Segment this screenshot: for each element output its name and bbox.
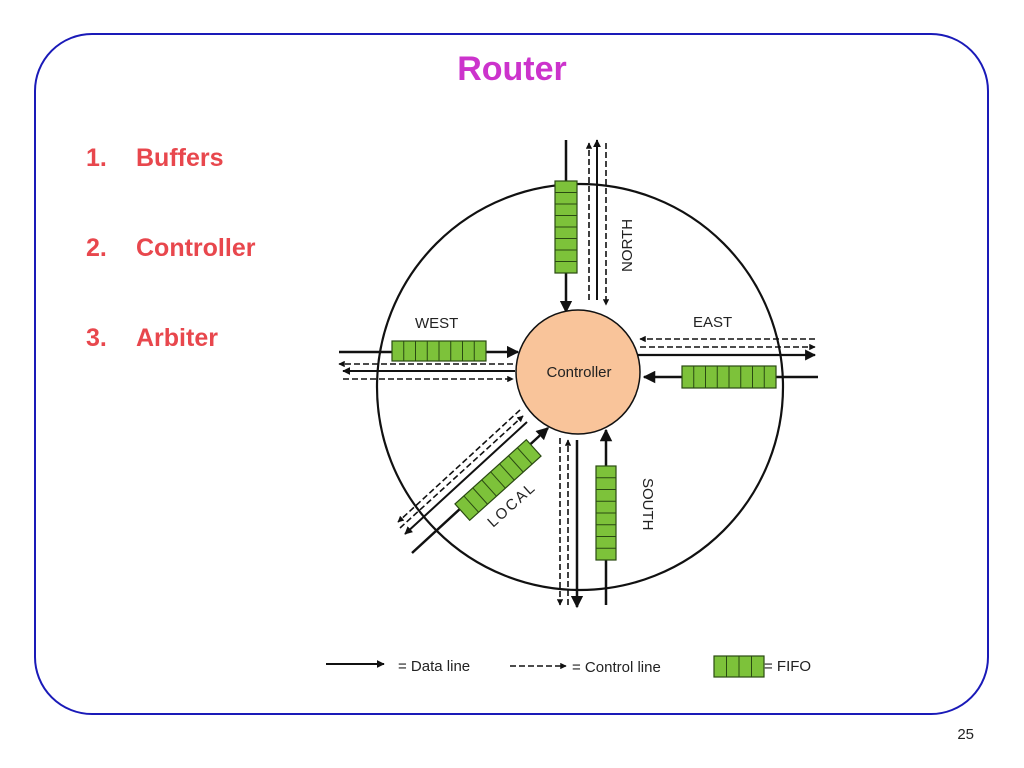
list-item: 2. Controller <box>86 234 255 324</box>
list-item-number: 2. <box>86 234 107 262</box>
fifo-slot-divider <box>490 471 506 489</box>
east-label: EAST <box>693 314 732 331</box>
page-number: 25 <box>957 726 974 743</box>
component-list: 1. Buffers 2. Controller 3. Arbiter <box>86 144 255 414</box>
controller-label: Controller <box>546 364 611 381</box>
south-port: SOUTH <box>556 428 656 609</box>
fifo-slot-divider <box>481 479 497 497</box>
north-port: NORTH <box>554 139 636 314</box>
list-item-number: 1. <box>86 144 107 172</box>
slide-frame <box>34 33 989 715</box>
list-item-number: 3. <box>86 324 107 352</box>
fifo-east <box>681 365 777 389</box>
north-label: NORTH <box>619 219 636 272</box>
legend-control-line-label: = Control line <box>572 659 661 676</box>
fifo-south <box>595 465 617 561</box>
control-line <box>397 409 521 523</box>
east-port: EAST <box>636 314 818 389</box>
list-item-label: Buffers <box>136 144 224 172</box>
legend-fifo-symbol <box>713 655 765 678</box>
list-item-label: Controller <box>136 234 256 262</box>
legend-data-line-label: = Data line <box>398 658 470 675</box>
legend: = Data line = Control line = FIFO <box>326 655 811 678</box>
controller-circle <box>515 309 641 435</box>
fifo-local <box>454 438 542 522</box>
fifo-slot-divider <box>499 463 515 481</box>
data-line <box>404 421 528 535</box>
fifo-west <box>391 340 487 362</box>
legend-fifo-label: = FIFO <box>764 658 811 675</box>
list-item-label: Arbiter <box>136 324 218 352</box>
control-line <box>399 415 524 529</box>
west-port: WEST <box>338 315 520 383</box>
west-label: WEST <box>415 315 458 332</box>
south-label: SOUTH <box>639 478 656 531</box>
fifo-north <box>554 180 578 274</box>
slide-title: Router <box>457 50 567 88</box>
fifo-slot-divider <box>508 455 524 473</box>
fifo-slot-divider <box>517 447 533 465</box>
fifo-slot-divider <box>472 487 488 505</box>
list-item: 1. Buffers <box>86 144 255 234</box>
router-boundary-circle <box>375 182 785 592</box>
fifo-slot-divider <box>463 495 479 513</box>
list-item: 3. Arbiter <box>86 324 255 414</box>
local-port: LOCAL <box>397 409 549 554</box>
